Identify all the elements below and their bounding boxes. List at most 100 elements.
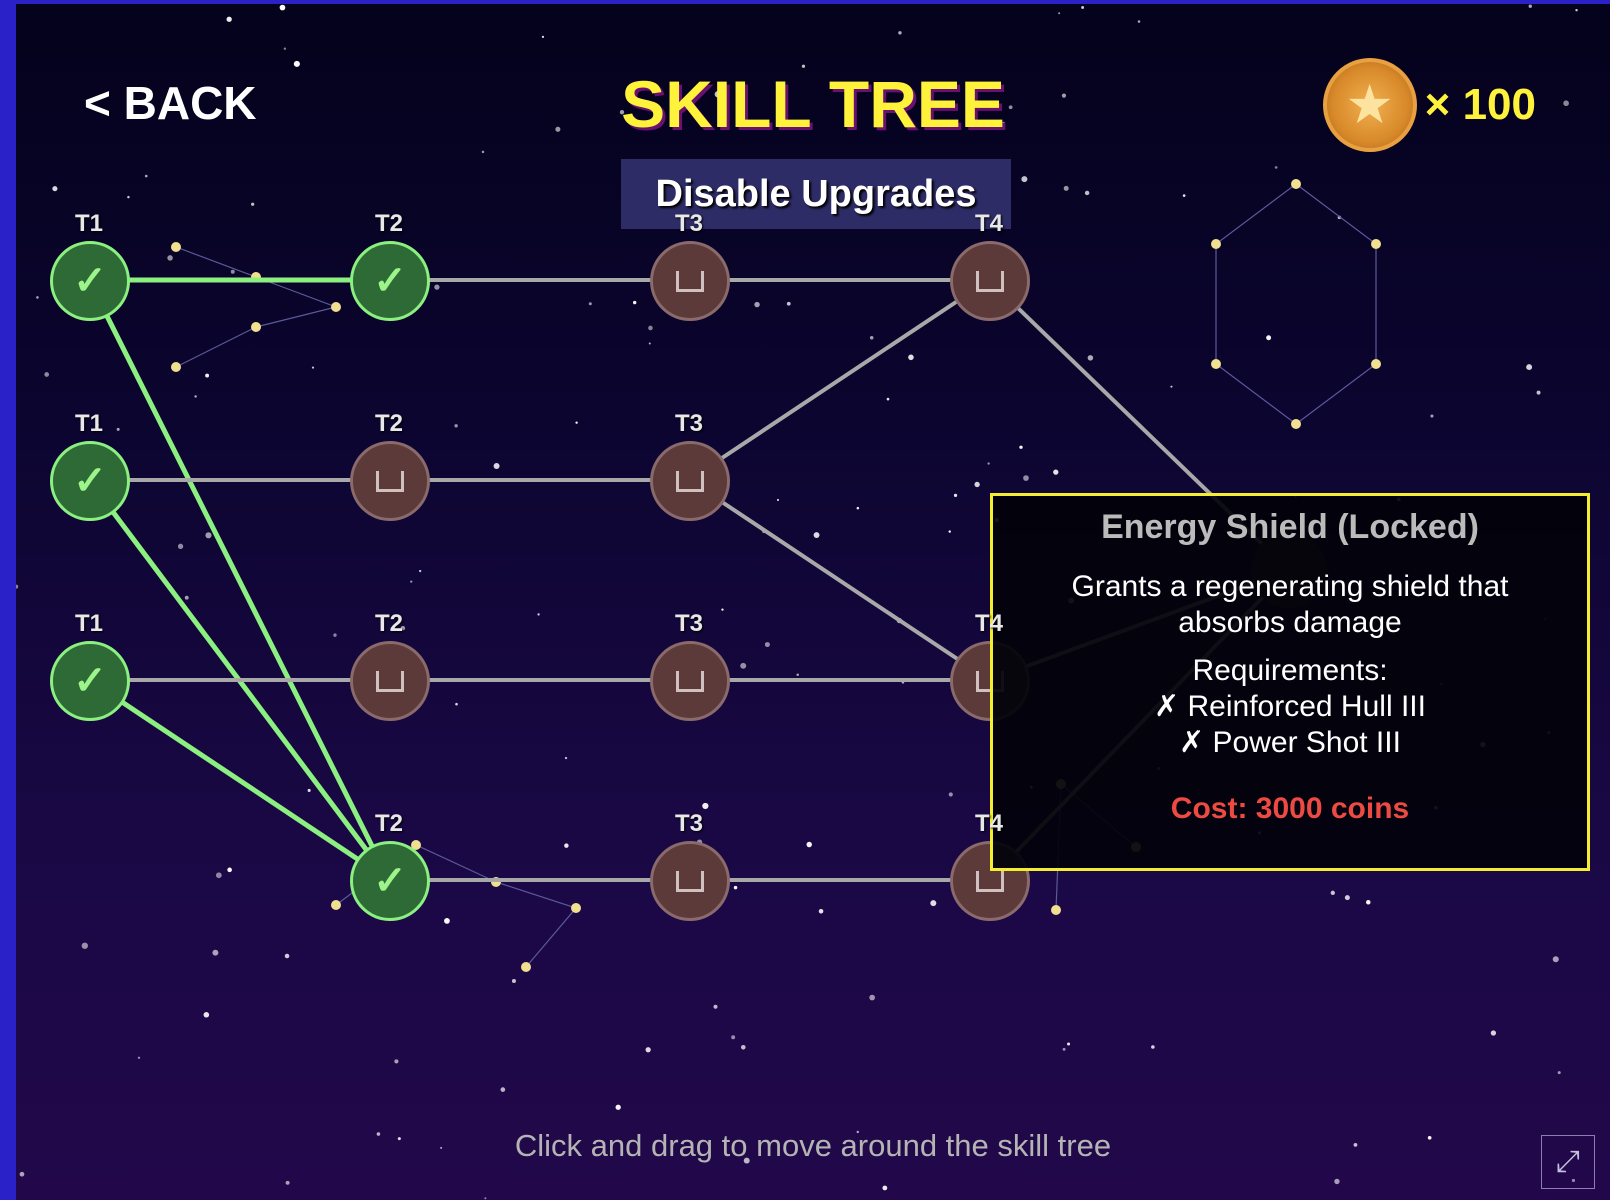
star: [786, 301, 791, 306]
constellation-star: [1371, 239, 1381, 249]
star: [953, 493, 958, 497]
star: [1334, 1178, 1340, 1185]
star: [311, 366, 315, 369]
tier-label: T3: [674, 810, 704, 837]
star: [376, 1132, 381, 1136]
skill-node-t2-locked[interactable]: [350, 641, 430, 721]
skill-node-t1-unlocked[interactable]: ✓: [50, 441, 130, 521]
star: [481, 150, 485, 154]
fullscreen-button[interactable]: ⤢: [1541, 1135, 1595, 1189]
constellation-star: [331, 302, 341, 312]
tooltip-cost: Cost: 3000 coins: [1170, 792, 1410, 825]
skill-node-t3-locked[interactable]: [650, 841, 730, 921]
star: [410, 580, 413, 583]
star: [818, 908, 824, 914]
star: [454, 424, 458, 428]
star: [714, 91, 721, 98]
lock-icon: [976, 870, 1004, 892]
star: [898, 31, 902, 35]
drag-hint: Click and drag to move around the skill …: [514, 1128, 1112, 1163]
star: [493, 462, 500, 469]
star: [564, 843, 569, 848]
unlocked-connection: [87, 677, 391, 883]
star: [440, 1146, 443, 1149]
skill-node-t3-locked[interactable]: [650, 241, 730, 321]
star: [948, 792, 953, 797]
star: [44, 372, 50, 377]
back-button[interactable]: < BACK: [84, 77, 257, 129]
star: [144, 174, 148, 178]
star: [1490, 1030, 1497, 1036]
star: [1081, 6, 1085, 9]
star: [1170, 385, 1173, 388]
star: [307, 788, 311, 792]
star: [721, 608, 724, 611]
tier-label: T1: [74, 610, 104, 637]
star: [801, 64, 806, 68]
star: [796, 673, 799, 676]
star: [116, 427, 120, 431]
star: [619, 110, 625, 115]
skill-node-t3-locked[interactable]: [650, 441, 730, 521]
constellation-star: [331, 900, 341, 910]
skill-node-t2-unlocked[interactable]: ✓: [350, 841, 430, 921]
constellation-star: [1211, 239, 1221, 249]
star: [1021, 176, 1028, 183]
star: [1182, 194, 1186, 197]
skill-node-t1-unlocked[interactable]: ✓: [50, 241, 130, 321]
skill-node-t4-locked[interactable]: [950, 241, 1030, 321]
star: [511, 979, 516, 984]
star: [1536, 390, 1541, 395]
tier-label: T3: [674, 410, 704, 437]
skill-node-t1-unlocked[interactable]: ✓: [50, 641, 130, 721]
star: [648, 325, 653, 331]
star: [397, 1137, 401, 1141]
skill-node-t3-locked[interactable]: [650, 641, 730, 721]
star: [1053, 469, 1059, 475]
star: [588, 302, 592, 306]
star: [1087, 355, 1094, 361]
skill-node-t2-unlocked[interactable]: ✓: [350, 241, 430, 321]
star: [285, 1180, 290, 1185]
coin-icon: ★: [1322, 58, 1417, 152]
star: [541, 35, 545, 39]
star: [455, 702, 458, 706]
constellation-star: [171, 362, 181, 372]
star: [205, 373, 210, 378]
star: [615, 1104, 621, 1110]
skill-tooltip: Energy Shield (Locked) Grants a regenera…: [990, 493, 1590, 871]
star: [743, 1157, 750, 1164]
constellation-line: [1215, 183, 1377, 425]
constellation-line: [175, 246, 339, 368]
star: [1002, 121, 1005, 125]
star: [648, 342, 651, 345]
lock-icon: [676, 470, 704, 492]
tier-label: T2: [374, 810, 404, 837]
star: [1552, 956, 1559, 963]
star: [564, 756, 568, 760]
star: [394, 1059, 399, 1064]
star: [1575, 8, 1578, 12]
lock-icon: [676, 870, 704, 892]
tier-label: T4: [974, 610, 1004, 637]
constellation-star: [1051, 905, 1061, 915]
lock-icon: [676, 670, 704, 692]
star: [555, 126, 561, 132]
tooltip-description: Grants a regenerating shield that absorb…: [1071, 570, 1509, 639]
star: [869, 335, 874, 340]
skill-node-t2-locked[interactable]: [350, 441, 430, 521]
disable-upgrades-button[interactable]: Disable Upgrades: [621, 159, 1011, 229]
locked-connection: [687, 478, 991, 682]
star: [1266, 335, 1272, 341]
constellation-star: [411, 840, 421, 850]
locked-connection: [687, 278, 991, 482]
star: [869, 994, 876, 1001]
star: [226, 16, 232, 22]
requirements-label: Requirements:: [1192, 654, 1388, 687]
star: [52, 186, 58, 192]
star: [1067, 1042, 1071, 1046]
star: [203, 1012, 210, 1018]
star: [856, 1130, 859, 1134]
tier-label: T4: [974, 210, 1004, 237]
